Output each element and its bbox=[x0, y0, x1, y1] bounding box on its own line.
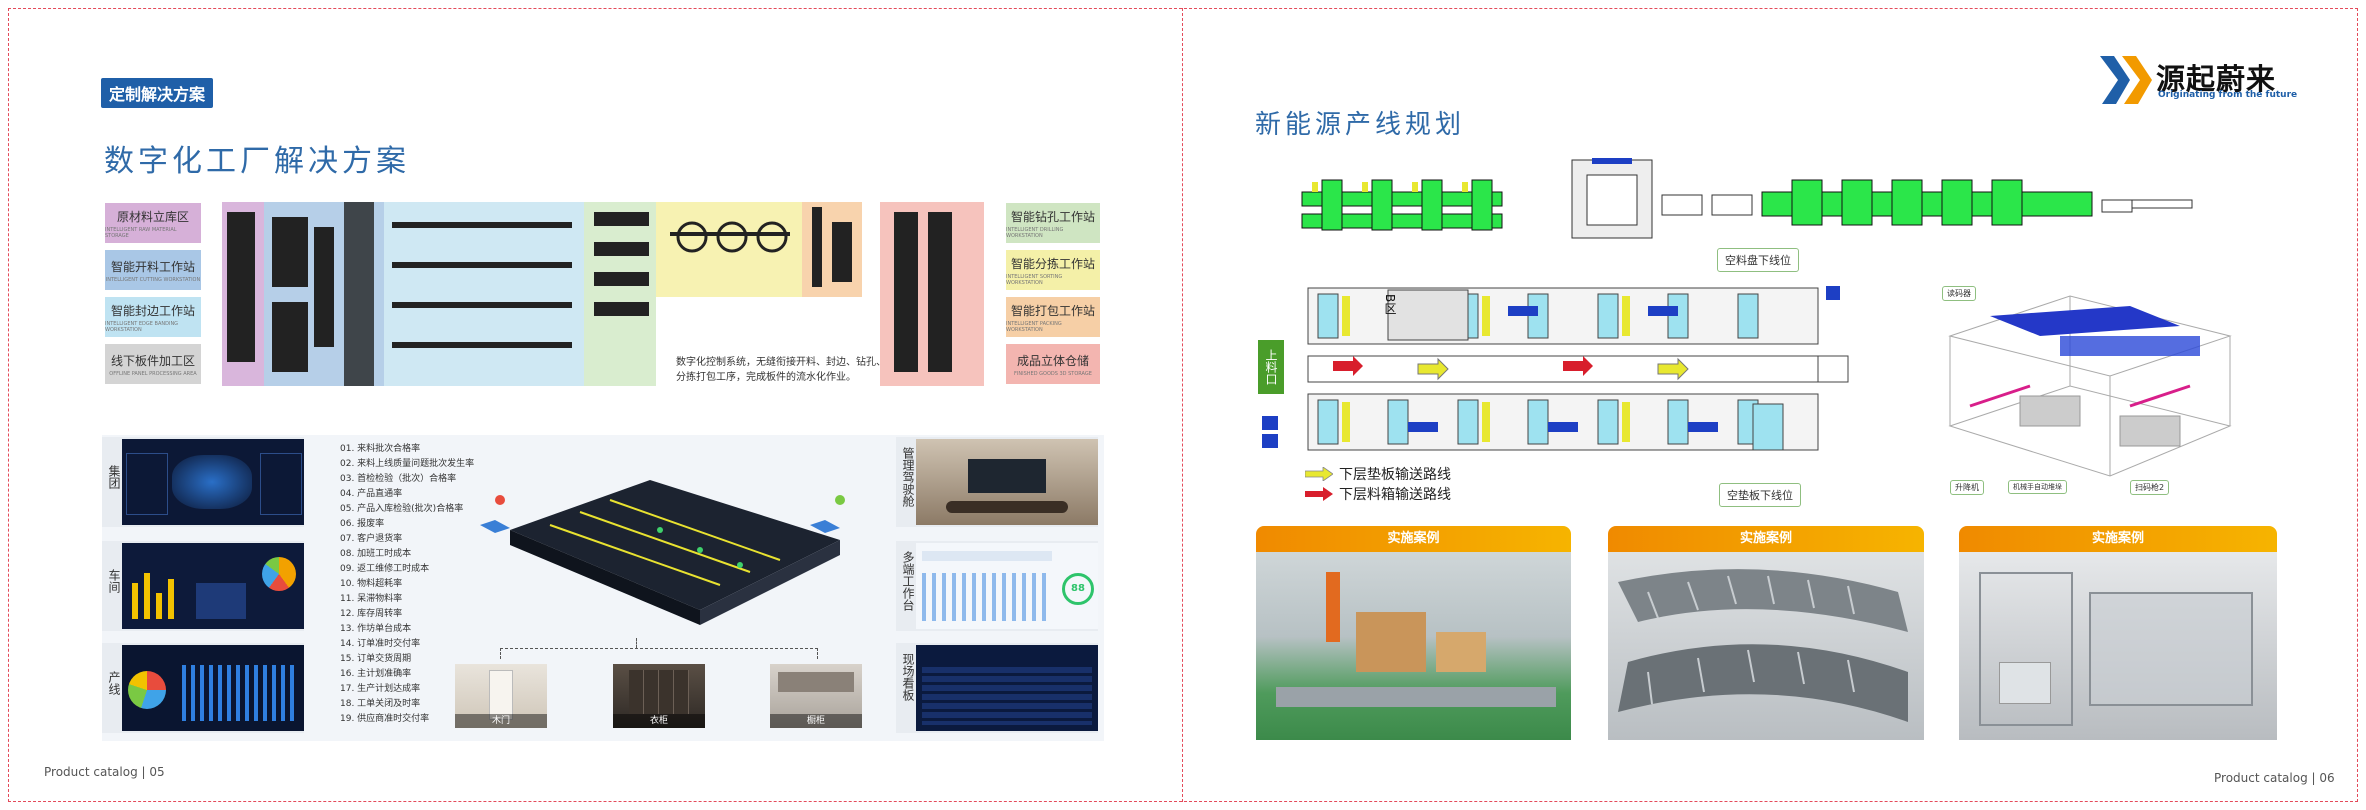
kpi-item: 03. 首检检验（批次）合格率 bbox=[340, 474, 457, 484]
red-arrow-icon bbox=[1305, 487, 1333, 501]
footer-left: Product catalog | 05 bbox=[44, 765, 165, 779]
kpi-item: 18. 工单关闭及时率 bbox=[340, 699, 421, 709]
page-border bbox=[8, 8, 2358, 802]
case-photo-automation-cell bbox=[1959, 552, 2277, 740]
yellow-arrow-icon bbox=[1305, 467, 1333, 481]
case-photo-roller-conveyor bbox=[1608, 552, 1924, 740]
group-label: 集团 bbox=[107, 465, 121, 489]
production-line-plan-diagram bbox=[1258, 276, 1878, 456]
feed-inlet-label: 上料口 bbox=[1258, 340, 1284, 394]
factory-layout-diagram bbox=[222, 202, 984, 386]
case-card-2: 实施案例 bbox=[1608, 526, 1924, 740]
kpi-item: 08. 加班工时成本 bbox=[340, 549, 412, 559]
multi-terminal-screen: 88 bbox=[916, 543, 1098, 629]
kpi-item: 04. 产品直通率 bbox=[340, 489, 403, 499]
legend-item-pallet: 下层垫板输送路线 bbox=[1305, 464, 1451, 484]
kpi-item: 16. 主计划准确率 bbox=[340, 669, 412, 679]
production-line-dashboard-screen bbox=[122, 645, 304, 731]
iso-label-scanner: 扫码枪2 bbox=[2130, 480, 2170, 495]
callout-empty-tray: 空料盘下线位 bbox=[1717, 248, 1799, 272]
isometric-robot-cell bbox=[1930, 276, 2250, 496]
kpi-item: 19. 供应商准时交付率 bbox=[340, 714, 430, 724]
page-title-right: 新能源产线规划 bbox=[1255, 110, 1466, 140]
kpi-item: 13. 作坊单台成本 bbox=[340, 624, 412, 634]
group-screen-row: 集团 bbox=[102, 437, 304, 527]
iso-label-reader: 读码器 bbox=[1942, 286, 1976, 301]
room-photo-cabinet: 橱柜 bbox=[770, 664, 862, 728]
case-card-3: 实施案例 bbox=[1959, 526, 2277, 740]
multi-terminal-label: 多端工作台 bbox=[901, 551, 915, 611]
kpi-item: 10. 物料超耗率 bbox=[340, 579, 403, 589]
iso-label-robot-stacking: 机械手自动堆垛 bbox=[2008, 480, 2067, 494]
kpi-item: 05. 产品入库检验(批次)合格率 bbox=[340, 504, 464, 514]
page-title-left: 数字化工厂解决方案 bbox=[104, 144, 410, 179]
kpi-item: 17. 生产计划达成率 bbox=[340, 684, 421, 694]
site-kanban-row: 现场看板 bbox=[896, 643, 1098, 733]
kpi-list: 01. 来料批次合格率 02. 来料上线质量问题批次发生率 03. 首检检验（批… bbox=[340, 442, 474, 727]
kpi-item: 09. 返工维修工时成本 bbox=[340, 564, 430, 574]
case-title: 实施案例 bbox=[1256, 526, 1571, 552]
connector-lines bbox=[500, 648, 818, 659]
brand-logo: 源起蔚来 Originating from the future bbox=[2100, 56, 2300, 106]
callout-empty-pad: 空垫板下线位 bbox=[1719, 483, 1801, 507]
management-cockpit-photo bbox=[916, 439, 1098, 525]
kpi-item: 07. 客户退货率 bbox=[340, 534, 403, 544]
kpi-item: 14. 订单准时交付率 bbox=[340, 639, 421, 649]
isometric-factory-model bbox=[480, 470, 860, 640]
workshop-screen-row: 车间 bbox=[102, 541, 304, 631]
multi-terminal-workbench-row: 多端工作台 88 bbox=[896, 541, 1098, 631]
group-dashboard-screen bbox=[122, 439, 304, 525]
production-line-screen-row: 产线 bbox=[102, 643, 304, 733]
logo-mark-icon bbox=[2100, 56, 2152, 104]
workshop-dashboard-screen bbox=[122, 543, 304, 629]
case-title: 实施案例 bbox=[1608, 526, 1924, 552]
kpi-item: 01. 来料批次合格率 bbox=[340, 444, 421, 454]
footer-right: Product catalog | 06 bbox=[2214, 771, 2335, 785]
page-fold-line bbox=[1182, 8, 1183, 802]
production-line-label: 产线 bbox=[107, 671, 121, 695]
room-photo-wardrobe: 衣柜 bbox=[613, 664, 705, 728]
logo-tagline: Originating from the future bbox=[2158, 90, 2298, 100]
kpi-item: 12. 库存周转率 bbox=[340, 609, 403, 619]
legend-item-bin: 下层料箱输送路线 bbox=[1305, 484, 1451, 504]
management-cockpit-row: 管理驾驶舱 bbox=[896, 437, 1098, 527]
layout-description: 数字化控制系统，无缝衔接开料、封边、钻孔、 分拣打包工序，完成板件的流水化作业。 bbox=[676, 357, 886, 383]
site-kanban-label: 现场看板 bbox=[901, 653, 915, 701]
case-title: 实施案例 bbox=[1959, 526, 2277, 552]
section-tag: 定制解决方案 bbox=[101, 78, 214, 108]
logo-text: 源起蔚来 bbox=[2156, 62, 2277, 96]
kpi-item: 06. 报废率 bbox=[340, 519, 385, 529]
zone-b-label: B区 bbox=[1383, 294, 1397, 315]
case-card-1: 实施案例 bbox=[1256, 526, 1571, 740]
case-photo-sorting-line bbox=[1256, 552, 1571, 740]
kpi-item: 02. 来料上线质量问题批次发生率 bbox=[340, 459, 475, 469]
room-photo-door: 木门 bbox=[455, 664, 547, 728]
connector-stem bbox=[636, 638, 637, 648]
management-cockpit-label: 管理驾驶舱 bbox=[901, 447, 915, 507]
kpi-item: 15. 订单交货周期 bbox=[340, 654, 412, 664]
performance-gauge: 88 bbox=[1062, 573, 1094, 605]
site-kanban-screen bbox=[916, 645, 1098, 731]
workshop-label: 车间 bbox=[107, 569, 121, 593]
route-legend: 下层垫板输送路线 下层料箱输送路线 bbox=[1305, 464, 1451, 504]
production-line-top-diagram bbox=[1282, 150, 2212, 246]
iso-label-lift: 升降机 bbox=[1950, 480, 1984, 495]
kpi-item: 11. 呆滞物料率 bbox=[340, 594, 403, 604]
